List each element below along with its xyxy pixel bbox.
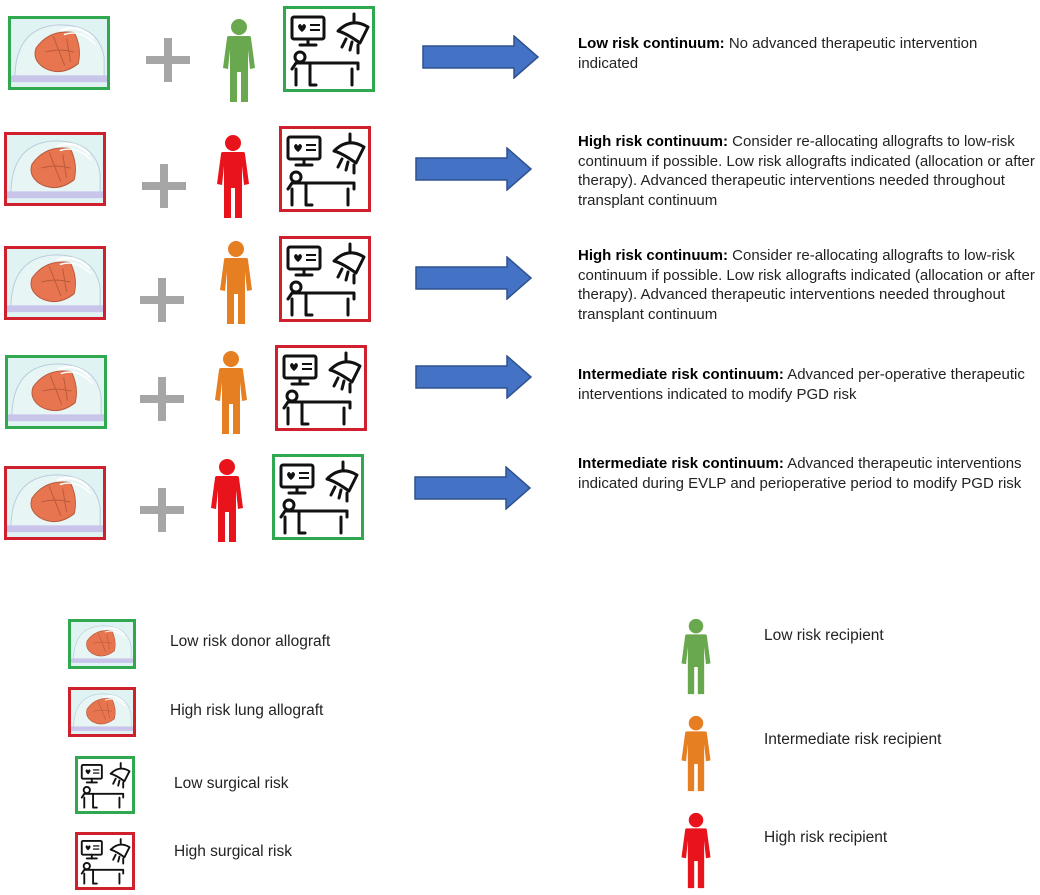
operating-room-icon bbox=[290, 12, 370, 87]
lung-allograft-icon bbox=[7, 249, 103, 317]
low-risk-recipient-icon bbox=[219, 18, 259, 104]
right-arrow bbox=[422, 34, 540, 80]
low-surgical-risk-box bbox=[272, 454, 364, 540]
operating-room-icon bbox=[279, 460, 359, 535]
continuum-description: Low risk continuum: No advanced therapeu… bbox=[578, 34, 1040, 73]
continuum-title: High risk continuum: bbox=[578, 247, 728, 264]
legend-high-surgical-swatch bbox=[75, 832, 135, 890]
legend-low-allograft-label: Low risk donor allograft bbox=[170, 633, 331, 650]
right-arrow-icon bbox=[422, 34, 540, 80]
plus-sign bbox=[142, 164, 186, 208]
high-surgical-risk-box bbox=[279, 126, 371, 212]
plus-icon bbox=[142, 164, 186, 208]
legend-low-allograft-swatch bbox=[68, 619, 136, 669]
legend-high-recipient-icon bbox=[677, 812, 715, 890]
operating-room-icon bbox=[282, 351, 362, 426]
high-risk-allograft-box bbox=[4, 466, 106, 540]
person-icon bbox=[223, 19, 255, 102]
continuum-text: Consider re-allocating allografts to low… bbox=[578, 133, 1035, 209]
continuum-description: Intermediate risk continuum: Advanced pe… bbox=[578, 365, 1040, 404]
continuum-description: High risk continuum: Consider re-allocat… bbox=[578, 246, 1040, 324]
plus-sign bbox=[146, 38, 190, 82]
pathway-row: Intermediate risk continuum: Advanced pe… bbox=[0, 345, 1040, 445]
legend-low-surgical-label: Low surgical risk bbox=[174, 775, 289, 792]
lung-allograft-icon bbox=[71, 690, 133, 734]
plus-sign bbox=[140, 278, 184, 322]
high-risk-recipient-icon bbox=[207, 458, 247, 544]
high-risk-allograft-box bbox=[4, 246, 106, 320]
plus-icon bbox=[146, 38, 190, 82]
continuum-text: No advanced therapeutic intervention ind… bbox=[578, 35, 978, 72]
right-arrow bbox=[415, 354, 533, 400]
continuum-description: High risk continuum: Consider re-allocat… bbox=[578, 132, 1040, 210]
plus-icon bbox=[140, 377, 184, 421]
legend-high-allograft-swatch bbox=[68, 687, 136, 737]
person-icon bbox=[211, 459, 243, 542]
continuum-title: Low risk continuum: bbox=[578, 35, 725, 52]
continuum-title: Intermediate risk continuum: bbox=[578, 455, 784, 472]
pathway-row: Low risk continuum: No advanced therapeu… bbox=[0, 6, 1040, 106]
high-surgical-risk-box bbox=[275, 345, 367, 431]
lung-allograft-icon bbox=[11, 19, 107, 87]
right-arrow-icon bbox=[415, 354, 533, 400]
intermediate-risk-recipient-icon bbox=[216, 240, 256, 326]
high-surgical-risk-box bbox=[279, 236, 371, 322]
legend-intermediate-recipient-icon bbox=[677, 715, 715, 793]
pathway-row: Intermediate risk continuum: Advanced th… bbox=[0, 454, 1040, 554]
continuum-text: Consider re-allocating allografts to low… bbox=[578, 247, 1035, 323]
high-risk-allograft-box bbox=[4, 132, 106, 206]
plus-icon bbox=[140, 488, 184, 532]
person-icon bbox=[681, 715, 711, 792]
legend-high-recipient-label: High risk recipient bbox=[764, 829, 888, 846]
high-risk-recipient-icon bbox=[213, 134, 253, 220]
lung-allograft-icon bbox=[7, 469, 103, 537]
continuum-description: Intermediate risk continuum: Advanced th… bbox=[578, 454, 1040, 493]
person-icon bbox=[217, 135, 249, 218]
person-icon bbox=[220, 241, 252, 324]
person-icon bbox=[681, 618, 711, 695]
operating-room-icon bbox=[80, 838, 131, 885]
continuum-title: High risk continuum: bbox=[578, 133, 728, 150]
operating-room-icon bbox=[286, 132, 366, 207]
lung-allograft-icon bbox=[7, 135, 103, 203]
plus-sign bbox=[140, 377, 184, 421]
person-icon bbox=[215, 351, 247, 434]
right-arrow bbox=[415, 146, 533, 192]
legend-low-recipient-label: Low risk recipient bbox=[764, 627, 884, 644]
continuum-text: Advanced therapeutic interventions indic… bbox=[578, 455, 1022, 492]
plus-sign bbox=[140, 488, 184, 532]
lung-allograft-icon bbox=[8, 358, 104, 426]
low-risk-allograft-box bbox=[5, 355, 107, 429]
right-arrow-icon bbox=[415, 255, 533, 301]
pathway-row: High risk continuum: Consider re-allocat… bbox=[0, 234, 1040, 334]
right-arrow bbox=[415, 255, 533, 301]
right-arrow-icon bbox=[415, 146, 533, 192]
low-risk-allograft-box bbox=[8, 16, 110, 90]
right-arrow-icon bbox=[414, 465, 532, 511]
low-surgical-risk-box bbox=[283, 6, 375, 92]
lung-allograft-icon bbox=[71, 622, 133, 666]
legend-intermediate-recipient-label: Intermediate risk recipient bbox=[764, 731, 942, 748]
right-arrow bbox=[414, 465, 532, 511]
operating-room-icon bbox=[80, 762, 131, 809]
continuum-title: Intermediate risk continuum: bbox=[578, 366, 784, 383]
legend-low-surgical-swatch bbox=[75, 756, 135, 814]
legend-high-allograft-label: High risk lung allograft bbox=[170, 702, 324, 719]
legend-low-recipient-icon bbox=[677, 618, 715, 696]
intermediate-risk-recipient-icon bbox=[211, 350, 251, 436]
operating-room-icon bbox=[286, 242, 366, 317]
plus-icon bbox=[140, 278, 184, 322]
continuum-text: Advanced per-operative therapeutic inter… bbox=[578, 366, 1025, 403]
pathway-row: High risk continuum: Consider re-allocat… bbox=[0, 120, 1040, 220]
legend-high-surgical-label: High surgical risk bbox=[174, 843, 293, 860]
person-icon bbox=[681, 812, 711, 889]
